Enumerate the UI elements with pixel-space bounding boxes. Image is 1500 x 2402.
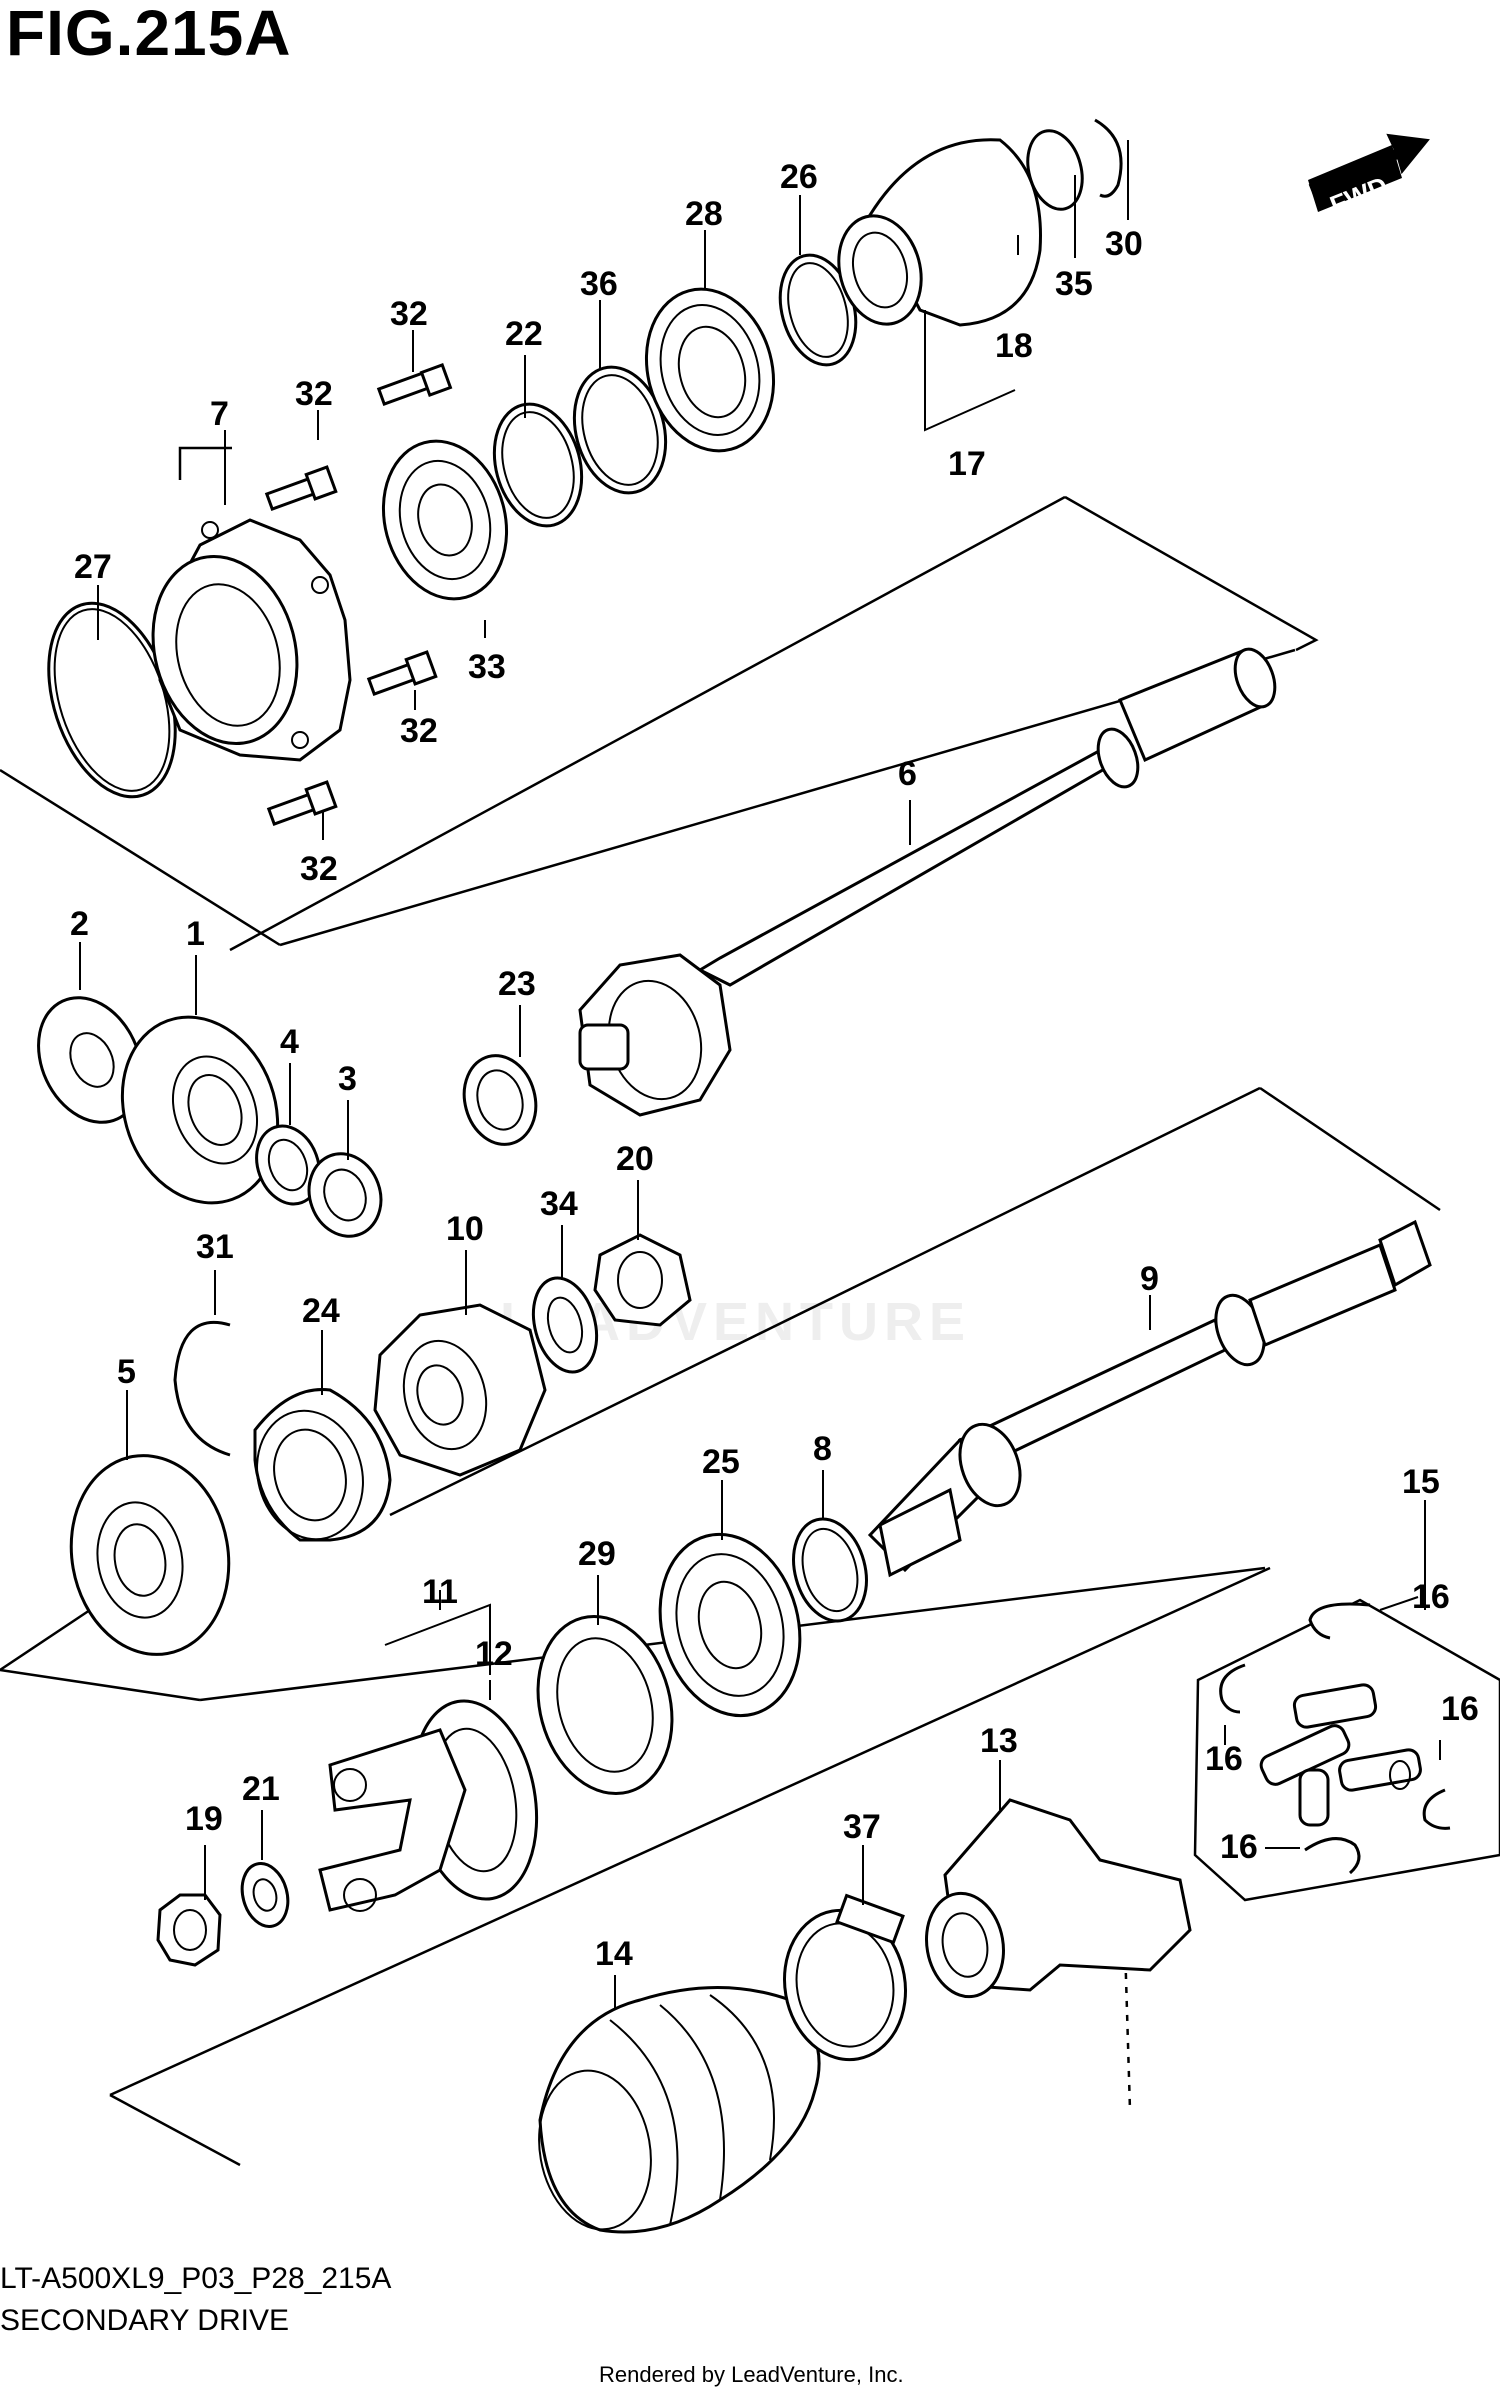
part-4-washer	[255, 1124, 321, 1206]
callout-4: 4	[280, 1023, 299, 1061]
part-5-bevel-gear	[69, 1454, 231, 1656]
callout-11: 11	[422, 1573, 458, 1611]
callout-16c: 16	[1441, 1690, 1479, 1728]
callout-25: 25	[702, 1443, 740, 1481]
callout-3: 3	[338, 1060, 357, 1098]
callout-35: 35	[1055, 265, 1093, 303]
part-14-boot	[538, 1986, 821, 2234]
callout-27: 27	[74, 548, 112, 586]
callout-30: 30	[1105, 225, 1143, 263]
callout-32d: 32	[300, 850, 338, 888]
callout-22: 22	[505, 315, 543, 353]
part-24-bearing	[253, 1388, 392, 1542]
callout-36: 36	[580, 265, 618, 303]
part-34-washer	[531, 1276, 599, 1374]
part-19-nut	[156, 1893, 222, 1967]
callout-2: 2	[70, 905, 89, 943]
callout-9: 9	[1140, 1260, 1159, 1298]
callout-13: 13	[980, 1722, 1018, 1760]
section-name: SECONDARY DRIVE	[0, 2304, 289, 2337]
callout-28: 28	[685, 195, 723, 233]
part-18-housing	[837, 138, 1042, 327]
part-29-seal	[536, 1614, 674, 1796]
part-9-shaft	[867, 1219, 1432, 1578]
part-26-ring	[778, 253, 858, 367]
part-13-yoke	[925, 1798, 1192, 1999]
callout-15: 15	[1402, 1463, 1440, 1501]
callout-32c: 32	[400, 712, 438, 750]
part-28-bearing	[644, 287, 776, 453]
callout-23: 23	[498, 965, 536, 1003]
part-21-washer	[240, 1862, 290, 1928]
callout-31: 31	[196, 1228, 234, 1266]
part-32-bolts	[264, 363, 453, 826]
callout-32a: 32	[295, 375, 333, 413]
callout-6: 6	[898, 755, 917, 793]
part-23-bushing	[462, 1054, 538, 1146]
callout-24: 24	[302, 1292, 340, 1330]
callout-32b: 32	[390, 295, 428, 333]
part-27-o-ring	[47, 601, 177, 799]
part-20-nut	[593, 1233, 692, 1327]
group-frame-yoke	[109, 1566, 1271, 2167]
callout-17: 17	[948, 445, 986, 483]
part-31-clip	[173, 1320, 231, 1457]
callout-26: 26	[780, 158, 818, 196]
part-7-housing	[151, 518, 352, 762]
part-25-bearing	[658, 1532, 802, 1718]
callout-21: 21	[242, 1770, 280, 1808]
part-35-clip	[1026, 129, 1084, 211]
part-23-gear	[578, 953, 732, 1117]
callout-16b: 16	[1205, 1740, 1243, 1778]
callout-16d: 16	[1220, 1828, 1258, 1866]
part-1-bevel-gear	[120, 1015, 280, 1205]
callout-18: 18	[995, 327, 1033, 365]
part-15-cross-joint-box	[1193, 1598, 1500, 1902]
part-6-shaft	[696, 647, 1277, 987]
part-2-washer	[37, 996, 143, 1124]
part-3-nut	[307, 1152, 383, 1238]
callout-29: 29	[578, 1535, 616, 1573]
callout-16a: 16	[1412, 1578, 1450, 1616]
part-36-circlip	[572, 365, 668, 495]
part-37-clamp	[782, 1893, 908, 2062]
callout-7: 7	[210, 395, 229, 433]
render-credit: Rendered by LeadVenture, Inc.	[599, 2362, 904, 2387]
callout-10: 10	[446, 1210, 484, 1248]
callout-33: 33	[468, 648, 506, 686]
part-8-ring	[792, 1517, 868, 1623]
callout-19: 19	[185, 1800, 223, 1838]
callout-37: 37	[843, 1808, 881, 1846]
callout-8: 8	[813, 1430, 832, 1468]
figure-title: FIG.215A	[6, 0, 292, 69]
callout-12: 12	[475, 1635, 513, 1673]
part-33-bearing	[381, 439, 509, 601]
fwd-arrow-icon: FWD	[1308, 133, 1430, 220]
part-16-clips	[1219, 1602, 1451, 1875]
callout-20: 20	[616, 1140, 654, 1178]
part-10-gear	[373, 1303, 547, 1477]
callout-5: 5	[117, 1353, 136, 1391]
callout-14: 14	[595, 1935, 633, 1973]
leader-lines	[79, 140, 1441, 2010]
callout-labels: 7 27 32 32 33 32 32 22 36 28 26 18 17 30…	[70, 158, 1479, 1973]
part-30-clip	[1094, 118, 1123, 198]
callout-1: 1	[186, 915, 205, 953]
part-11-yoke	[318, 1728, 467, 1912]
model-code: LT-A500XL9_P03_P28_215A	[0, 2262, 392, 2295]
part-15-spider	[1259, 1683, 1422, 1827]
callout-34: 34	[540, 1185, 578, 1223]
